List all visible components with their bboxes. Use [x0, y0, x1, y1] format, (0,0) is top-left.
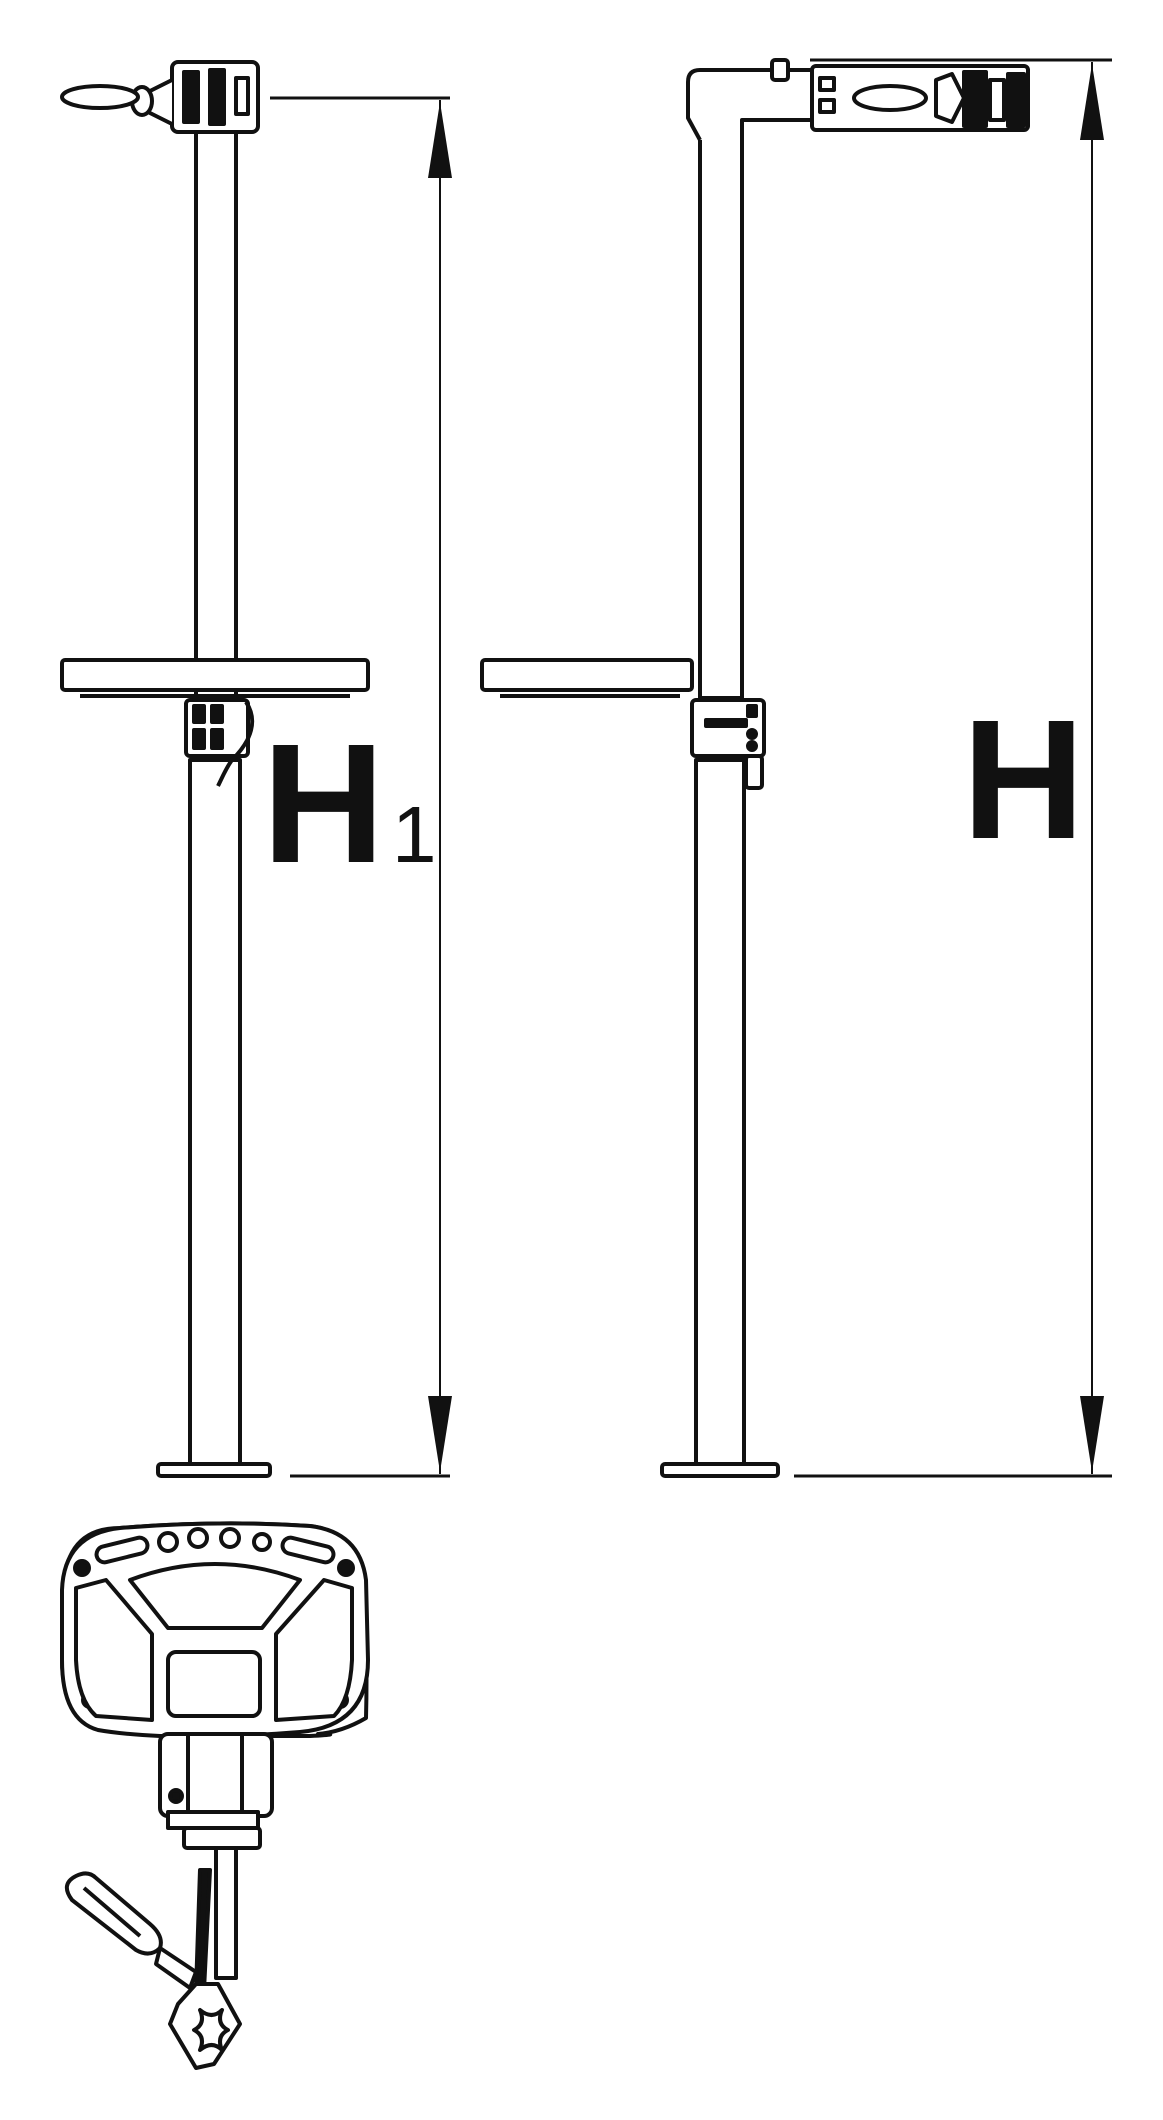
arrow-up-icon — [1080, 64, 1104, 140]
stand-top-view — [60, 1521, 370, 2070]
h1-label: H — [262, 709, 385, 899]
h1-subscript: 1 — [392, 790, 437, 879]
stand-folded-view — [60, 60, 370, 1478]
arrow-up-icon — [428, 102, 452, 178]
arrow-down-icon — [1080, 1396, 1104, 1472]
height-clamp — [184, 698, 255, 787]
base-plate — [660, 1462, 780, 1478]
lower-tube — [188, 758, 242, 1470]
tool-tray — [60, 658, 370, 698]
stand-extended-view — [480, 58, 1030, 1478]
h-label: H — [962, 685, 1085, 875]
upper-tube — [194, 128, 238, 700]
lower-tube — [694, 758, 746, 1470]
arrow-down-icon — [428, 1396, 452, 1472]
top-clamp-head — [60, 60, 260, 134]
top-arm — [686, 58, 1030, 141]
height-clamp — [690, 698, 766, 790]
h1-dimension — [270, 96, 452, 1478]
h-dimension — [794, 58, 1112, 1478]
tool-tray — [480, 658, 694, 698]
upper-tube — [698, 128, 744, 700]
clamp-handle — [852, 84, 928, 112]
clamp-handle — [60, 84, 140, 110]
base-plate — [156, 1462, 272, 1478]
